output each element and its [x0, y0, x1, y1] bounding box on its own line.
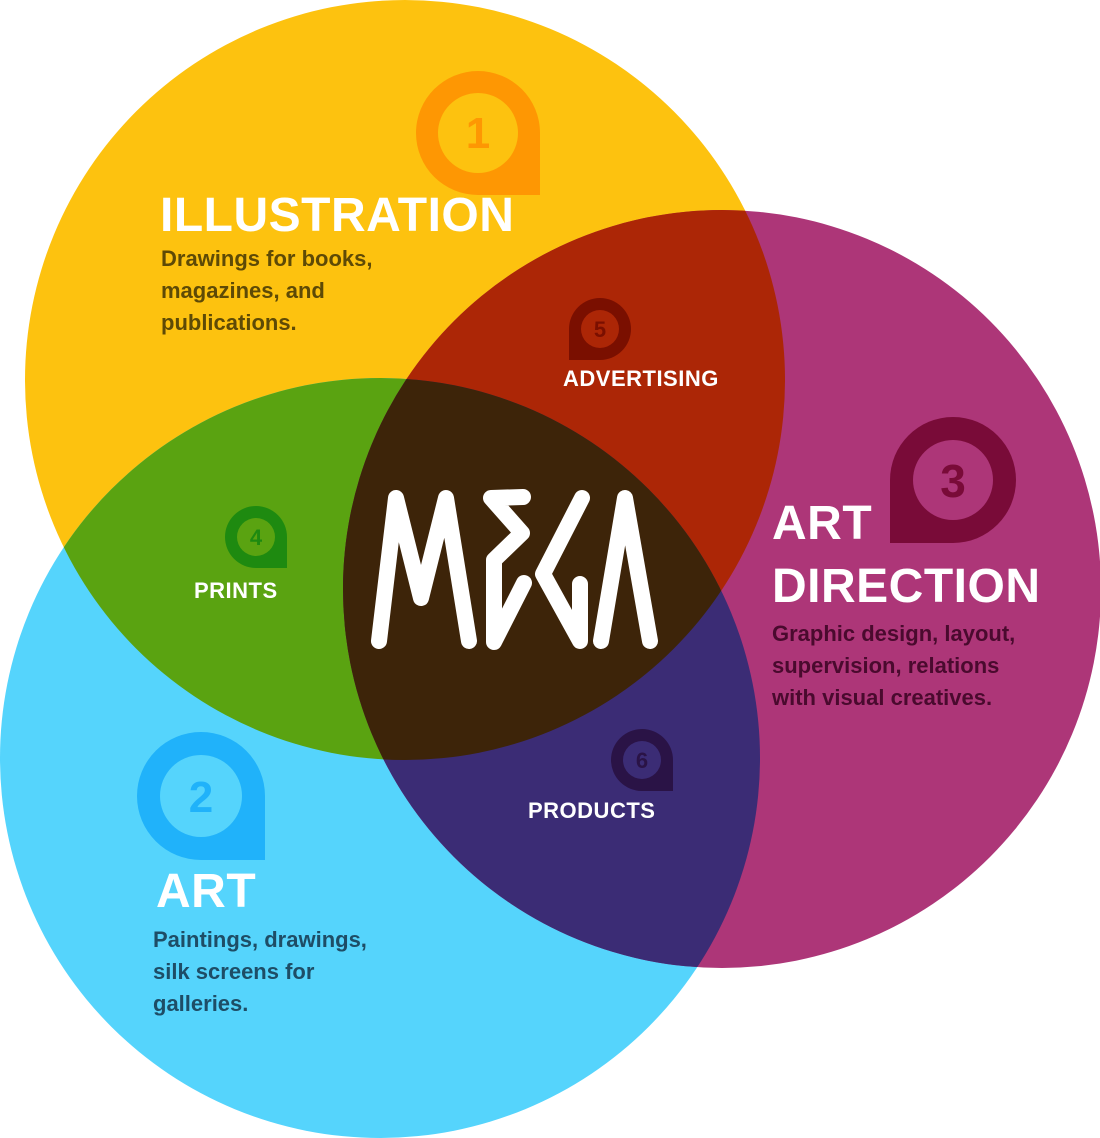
logo-letter-a	[593, 490, 658, 649]
marker-6-icon: 6	[611, 729, 673, 791]
logo-letter-m	[371, 490, 477, 649]
marker-4-icon: 4	[225, 506, 287, 568]
logo-letter-g	[535, 490, 590, 649]
illustration-description: Drawings for books, magazines, and publi…	[161, 246, 373, 335]
art-description: Paintings, drawings, silk screens for ga…	[153, 927, 367, 1016]
products-label: PRODUCTS	[528, 798, 656, 823]
art-direction-title-line2: DIRECTION	[772, 560, 1041, 613]
marker-1-icon: 1	[416, 71, 540, 195]
marker-2-icon: 2	[137, 732, 265, 860]
svg-text:5: 5	[594, 317, 606, 342]
svg-text:3: 3	[940, 455, 966, 507]
mega-logo	[371, 489, 658, 650]
svg-text:2: 2	[189, 773, 213, 822]
logo-letter-e	[483, 489, 532, 650]
illustration-title: ILLUSTRATION	[160, 189, 515, 242]
advertising-label: ADVERTISING	[563, 366, 719, 391]
svg-text:1: 1	[466, 109, 490, 158]
marker-5-icon: 5	[569, 298, 631, 360]
art-title: ART	[156, 865, 257, 918]
svg-text:6: 6	[636, 748, 648, 773]
svg-text:4: 4	[250, 525, 263, 550]
art-direction-description: Graphic design, layout, supervision, rel…	[772, 621, 1016, 710]
prints-label: PRINTS	[194, 578, 278, 603]
art-direction-title-line1: ART	[772, 497, 873, 550]
marker-3-icon: 3	[890, 417, 1016, 543]
intersection-advertising	[343, 210, 785, 760]
